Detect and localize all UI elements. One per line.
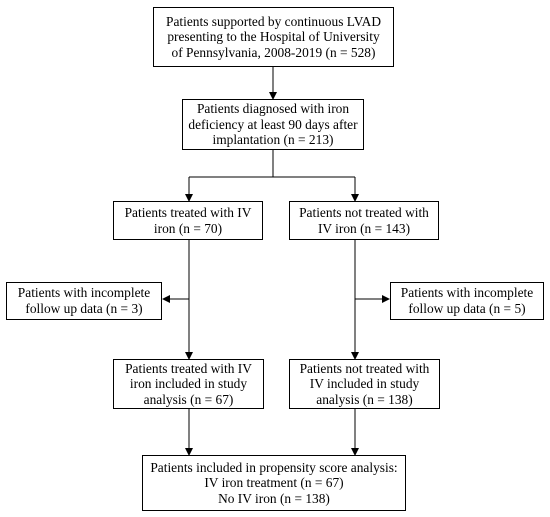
box-not-treated-included-line-2: IV included in study <box>309 376 420 392</box>
box-not-treated-line-1: Patients not treated with <box>299 204 429 220</box>
box-iron-deficiency-line-1: Patients diagnosed with iron <box>196 101 350 117</box>
box-treated-line-2: iron (n = 70) <box>153 220 223 236</box>
box-propensity-analysis-line-2: IV iron treatment (n = 67) <box>204 475 344 491</box>
box-lvad-patients-line-3: of Pennsylvania, 2008-2019 (n = 528) <box>171 44 376 60</box>
box-not-treated-included-line-3: analysis (n = 138) <box>316 391 413 407</box>
box-lvad-patients-line-1: Patients supported by continuous LVAD <box>166 13 381 29</box>
box-incomplete-left-line-1: Patients with incomplete <box>17 285 151 301</box>
box-treated-line-1: Patients treated with IV <box>124 204 252 220</box>
box-treated-included-line-1: Patients treated with IV <box>125 360 252 376</box>
box-not-treated-included: Patients not treated with IV included in… <box>289 359 440 409</box>
box-propensity-analysis-line-1: Patients included in propensity score an… <box>150 459 398 475</box>
box-not-treated: Patients not treated with IV iron (n = 1… <box>289 201 439 240</box>
box-not-treated-included-line-1: Patients not treated with <box>299 360 430 376</box>
box-lvad-patients-line-2: presenting to the Hospital of University <box>167 29 380 45</box>
box-not-treated-line-2: IV iron (n = 143) <box>317 220 411 236</box>
box-treated: Patients treated with IV iron (n = 70) <box>113 201 263 240</box>
box-treated-included: Patients treated with IV iron included i… <box>113 359 264 409</box>
box-propensity-analysis-line-3: No IV iron (n = 138) <box>218 490 330 506</box>
box-lvad-patients: Patients supported by continuous LVAD pr… <box>153 7 394 67</box>
box-treated-included-line-2: iron included in study <box>129 376 248 392</box>
box-treated-included-line-3: analysis (n = 67) <box>143 391 234 407</box>
box-iron-deficiency: Patients diagnosed with iron deficiency … <box>182 99 364 150</box>
box-incomplete-left: Patients with incomplete follow up data … <box>6 282 162 320</box>
box-incomplete-right-line-1: Patients with incomplete <box>400 285 534 301</box>
box-incomplete-right-line-2: follow up data (n = 5) <box>408 301 526 316</box>
box-incomplete-right: Patients with incomplete follow up data … <box>390 282 544 320</box>
box-iron-deficiency-line-2: deficiency at least 90 days after <box>188 116 358 132</box>
box-iron-deficiency-line-3: implantation (n = 213) <box>212 132 334 148</box>
box-incomplete-left-line-2: follow up data (n = 3) <box>25 301 143 316</box>
box-propensity-analysis: Patients included in propensity score an… <box>142 455 406 511</box>
